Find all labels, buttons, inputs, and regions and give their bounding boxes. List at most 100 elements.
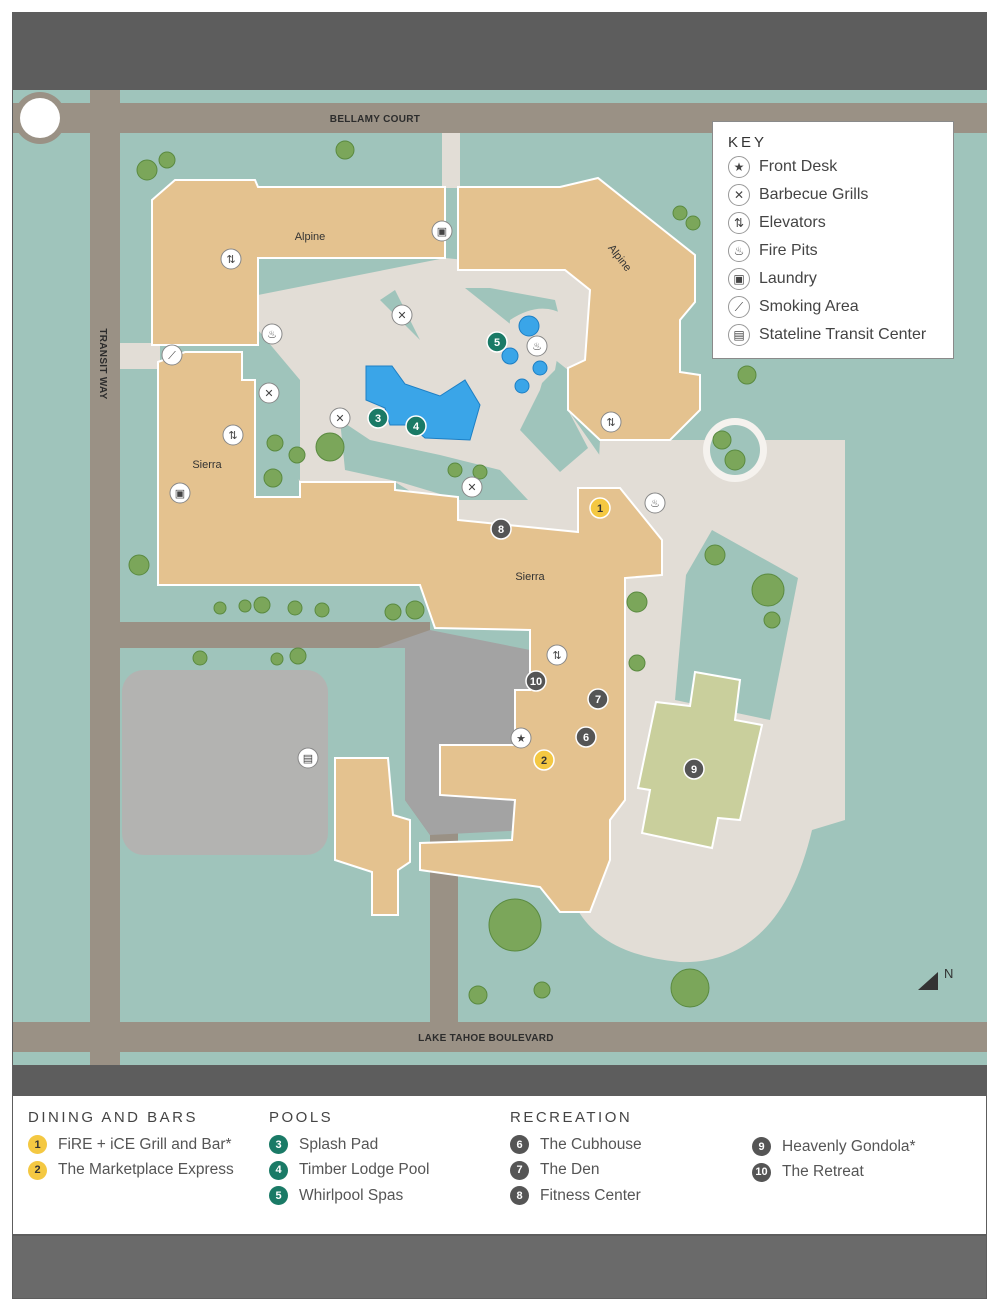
svg-text:⟋: ⟋ (168, 350, 176, 362)
key-item-label: Barbecue Grills (759, 186, 869, 203)
star-icon[interactable]: ★ (510, 727, 532, 749)
number-badge: 9 (752, 1137, 771, 1157)
svg-text:⇅: ⇅ (606, 417, 615, 429)
svg-text:★: ★ (516, 733, 526, 745)
number-badge: 1 (28, 1135, 47, 1155)
smoking-icon[interactable]: ⟋ (161, 344, 183, 366)
location-marker[interactable]: 10 (525, 670, 547, 692)
key-item-label: Fire Pits (759, 242, 818, 259)
legend-heading: DINING AND BARS (28, 1109, 199, 1126)
svg-text:3: 3 (375, 413, 381, 425)
number-badge: 7 (510, 1160, 529, 1180)
building-label-alpine: Alpine (295, 231, 326, 243)
elevator-icon[interactable]: ⇅ (600, 411, 622, 433)
laundry-icon[interactable]: ▣ (431, 220, 453, 242)
north-arrow-icon (918, 972, 938, 990)
location-marker[interactable]: 3 (367, 407, 389, 429)
key-item-label: Laundry (759, 270, 817, 287)
fire-pit-icon[interactable]: ♨ (644, 492, 666, 514)
legend-item-label: Splash Pad (299, 1135, 379, 1153)
fire-pit-icon: ♨ (728, 240, 750, 262)
svg-text:♨: ♨ (650, 498, 660, 510)
number-badge: 10 (752, 1162, 771, 1182)
building-annex (334, 757, 411, 916)
smoking-icon: ⟋ (728, 296, 750, 318)
number-badge: 3 (269, 1135, 288, 1155)
key-item: ♨ Fire Pits (728, 237, 953, 265)
location-marker[interactable]: 5 (486, 331, 508, 353)
svg-text:▤: ▤ (303, 753, 313, 765)
number-badge: 2 (28, 1160, 47, 1180)
key-item: ⇅Elevators (728, 209, 953, 237)
svg-text:5: 5 (494, 337, 500, 349)
parking-lot (122, 670, 328, 855)
svg-text:9: 9 (691, 764, 697, 776)
road-label-transit-way: TRANSIT WAY (97, 328, 108, 399)
barbecue-grill-icon: ✕ (728, 184, 750, 206)
svg-text:2: 2 (541, 755, 547, 767)
svg-text:⇅: ⇅ (226, 254, 235, 266)
map-key: KEY ★Front Desk✕Barbecue Grills⇅Elevator… (712, 121, 954, 359)
svg-text:7: 7 (595, 694, 601, 706)
key-title: KEY (728, 134, 768, 151)
fire-pit-icon[interactable]: ♨ (526, 335, 548, 357)
svg-text:10: 10 (530, 676, 542, 688)
svg-text:4: 4 (413, 421, 420, 433)
svg-text:✕: ✕ (397, 310, 406, 322)
elevator-icon[interactable]: ⇅ (546, 644, 568, 666)
heavenly-gondola-building (636, 670, 764, 850)
barbecue-grill-icon[interactable]: ✕ (329, 407, 351, 429)
legend-item: 7 The Den (510, 1158, 642, 1184)
walkway (442, 133, 460, 188)
key-item-label: Front Desk (759, 158, 838, 175)
location-marker[interactable]: 1 (589, 497, 611, 519)
svg-text:▣: ▣ (175, 488, 185, 500)
key-item-label: Smoking Area (759, 298, 859, 315)
svg-text:♨: ♨ (267, 329, 277, 341)
elevator-icon[interactable]: ⇅ (222, 424, 244, 446)
fire-pit-icon[interactable]: ♨ (261, 323, 283, 345)
elevator-icon[interactable]: ⇅ (220, 248, 242, 270)
svg-text:8: 8 (498, 524, 504, 536)
location-marker[interactable]: 7 (587, 688, 609, 710)
location-marker[interactable]: 9 (683, 758, 705, 780)
svg-text:✕: ✕ (264, 388, 273, 400)
bus-icon[interactable]: ▤ (297, 747, 319, 769)
location-marker[interactable]: 6 (575, 726, 597, 748)
compass-north-label: N (944, 966, 953, 981)
svg-text:⇅: ⇅ (552, 650, 561, 662)
trees (128, 140, 785, 1008)
legend-item-label: Timber Lodge Pool (299, 1161, 430, 1179)
courtyard-lawn (340, 420, 528, 500)
location-marker[interactable]: 2 (533, 749, 555, 771)
spa-lawn (465, 288, 588, 472)
timber-lodge-pool (365, 365, 481, 441)
location-marker[interactable]: 8 (490, 518, 512, 540)
road-transit-way (90, 90, 120, 1065)
number-badge: 8 (510, 1186, 529, 1206)
elevator-icon: ⇅ (728, 212, 750, 234)
key-item-label: Stateline Transit Center (759, 326, 927, 343)
legend-item-label: The Den (540, 1161, 600, 1179)
walkway (120, 343, 160, 369)
laundry-icon: ▣ (728, 268, 750, 290)
barbecue-grill-icon[interactable]: ✕ (461, 476, 483, 498)
barbecue-grill-icon[interactable]: ✕ (258, 382, 280, 404)
barbecue-grill-icon[interactable]: ✕ (391, 304, 413, 326)
legend-item-label: Whirlpool Spas (299, 1186, 404, 1204)
svg-text:⇅: ⇅ (228, 430, 237, 442)
road-lake-tahoe-blvd (13, 1022, 987, 1052)
building-label-sierra: Sierra (515, 571, 545, 583)
laundry-icon[interactable]: ▣ (169, 482, 191, 504)
svg-text:✕: ✕ (335, 413, 344, 425)
footer-bar (13, 1236, 986, 1298)
bus-icon: ▤ (728, 324, 750, 346)
location-marker[interactable]: 4 (405, 415, 427, 437)
